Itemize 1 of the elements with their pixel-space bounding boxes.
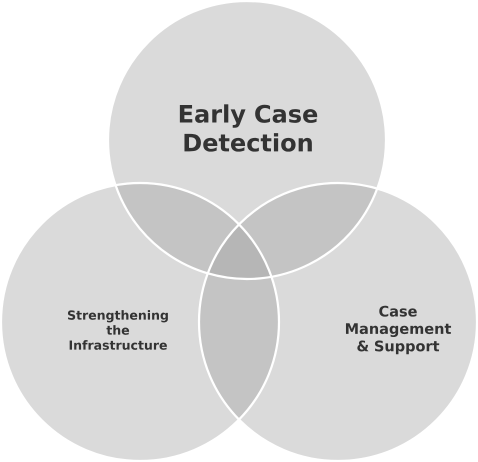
node-label: Case Management & Support bbox=[346, 306, 452, 354]
